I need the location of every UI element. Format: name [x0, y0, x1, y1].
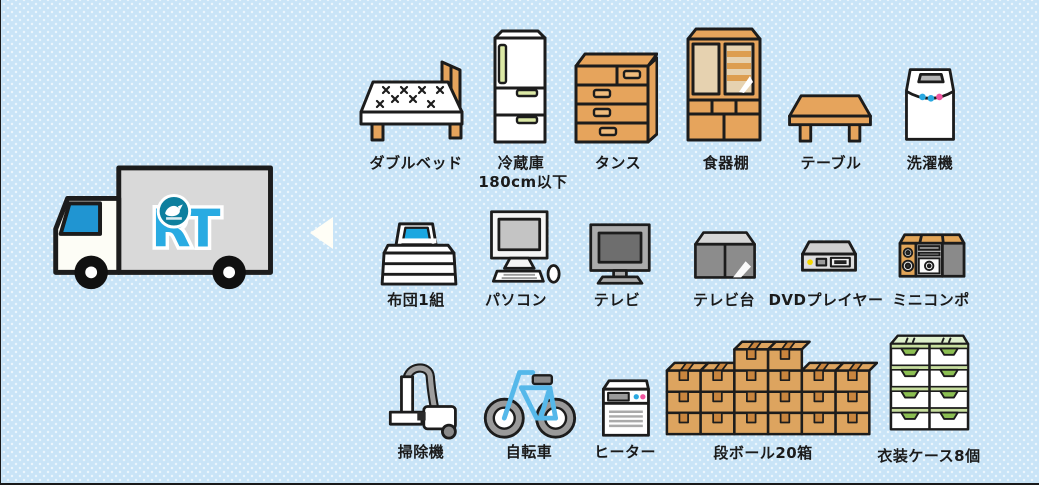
item-label-heater: ヒーター [593, 443, 657, 461]
tv-icon [589, 223, 651, 285]
item-label-cupboard: 食器棚 [702, 154, 750, 172]
bike-seat [531, 374, 554, 386]
cupboard-icon [686, 27, 762, 142]
washer-button-blue [927, 95, 935, 102]
left-arrow-icon [310, 217, 333, 249]
item-label-vacuum-cleaner: 掃除機 [397, 443, 445, 461]
desktop-pc-icon [490, 210, 561, 284]
item-label-desktop-pc: パソコン [484, 291, 548, 309]
double-bed-icon [359, 60, 464, 142]
bike-frame [501, 370, 559, 421]
item-label-dresser: タンス [594, 154, 642, 172]
page-left-border [0, 0, 1, 485]
washer-button-pink [936, 93, 943, 101]
dvd-player-icon [801, 240, 857, 272]
item-label-dvd-player: DVDプレイヤー [768, 291, 884, 309]
futon-icon [380, 222, 458, 286]
item-label-double-bed: ダブルベッド [369, 154, 463, 172]
dresser-icon [574, 52, 658, 144]
item-label-washing-machine: 洗濯機 [906, 154, 954, 172]
item-label-table: テーブル [800, 154, 862, 172]
item-label-tv: テレビ [593, 291, 641, 309]
tv-stand-icon [694, 231, 756, 279]
tv-stand-shine [733, 261, 751, 278]
dove-icon [165, 205, 180, 217]
heater-light-pink [640, 394, 646, 400]
clothing-cases-icon [889, 334, 970, 431]
cardboard-boxes-icon [665, 340, 878, 436]
moving-truck-icon: RT [53, 165, 273, 290]
table-icon [788, 94, 872, 143]
mini-stereo-icon [898, 233, 966, 278]
mattress-stitch-marks [375, 85, 445, 109]
item-label-bicycle: 自転車 [505, 443, 553, 461]
item-label-clothing-cases: 衣装ケース8個 [877, 447, 981, 465]
page-bottom-border [0, 483, 1039, 485]
item-label-futon: 布団1組 [387, 291, 445, 309]
refrigerator-icon [493, 29, 547, 144]
truck-logo-badge [156, 194, 192, 229]
vacuum-cleaner-icon [388, 363, 457, 440]
item-label-cardboard-boxes: 段ボール20箱 [713, 444, 813, 462]
item-sublabel-refrigerator: 180cm以下 [478, 173, 568, 191]
item-label-tv-stand: テレビ台 [692, 291, 756, 309]
bicycle-icon [483, 370, 577, 439]
washer-button-blue [919, 93, 926, 101]
heater-icon [601, 379, 650, 437]
dvd-power-light [807, 259, 813, 265]
heater-light-blue [633, 394, 639, 400]
truck-wheels [74, 255, 246, 290]
washing-machine-icon [905, 68, 955, 141]
item-label-refrigerator: 冷蔵庫 [497, 154, 545, 172]
item-label-mini-stereo: ミニコンポ [892, 291, 970, 309]
